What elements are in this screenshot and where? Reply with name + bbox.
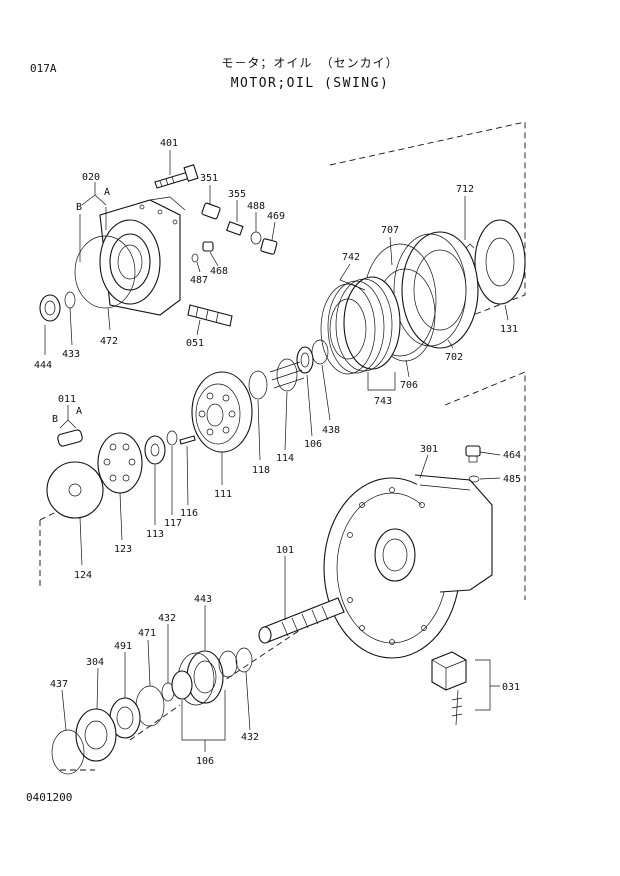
diagram-title: MOTOR;OIL (SWING) (230, 76, 390, 91)
callout-706: 706 (400, 380, 418, 391)
ring-432-mid (218, 650, 238, 678)
friction-plates-742-743 (320, 276, 401, 375)
callout-123: 123 (114, 544, 132, 555)
callout-031: 031 (502, 682, 520, 693)
callout-020: 020 (82, 172, 100, 183)
callout-468: 468 (210, 266, 228, 277)
callout-472: 472 (100, 336, 118, 347)
callout-labels: 401 020 A B 351 355 488 469 487 468 051 … (34, 138, 521, 767)
callout-351: 351 (200, 173, 218, 184)
callout-111: 111 (214, 489, 232, 500)
o-ring-472 (74, 235, 136, 309)
callout-742: 742 (342, 252, 360, 263)
snap-ring-432-lower (235, 647, 253, 673)
callout-438: 438 (322, 425, 340, 436)
callout-443: 443 (194, 594, 212, 605)
snap-ring-437 (51, 729, 85, 775)
callout-464: 464 (503, 450, 521, 461)
callout-471: 471 (138, 628, 156, 639)
callout-106-lower: 106 (196, 756, 214, 767)
o-ring-488 (250, 231, 262, 245)
callout-707: 707 (381, 225, 399, 236)
callout-304: 304 (86, 657, 104, 668)
housing-301 (323, 474, 493, 659)
relief-valve-031 (431, 651, 467, 726)
callout-117: 117 (164, 518, 182, 529)
callout-113: 113 (146, 529, 164, 540)
spacer-106 (296, 346, 314, 374)
valve-051 (187, 304, 233, 327)
callout-011-b: B (52, 414, 58, 425)
callout-702: 702 (445, 352, 463, 363)
brake-piston-702 (393, 231, 479, 349)
callout-114: 114 (276, 453, 294, 464)
figure-code: 0401200 (26, 791, 73, 804)
retainer-117 (166, 430, 178, 446)
callout-485: 485 (503, 474, 521, 485)
callout-131: 131 (500, 324, 518, 335)
callout-124: 124 (74, 570, 92, 581)
callout-444: 444 (34, 360, 52, 371)
callout-101: 101 (276, 545, 294, 556)
callout-355: 355 (228, 189, 246, 200)
drive-shaft-101 (258, 597, 345, 644)
leader-lines (44, 150, 509, 752)
callout-020-a: A (104, 187, 110, 198)
cover-304 (75, 708, 117, 762)
callout-743: 743 (374, 396, 392, 407)
ring-438 (311, 339, 329, 365)
pin-116 (179, 435, 196, 445)
ring-118 (248, 370, 268, 400)
snap-ring-433 (64, 291, 76, 309)
callout-437: 437 (50, 679, 68, 690)
callout-020-b: B (76, 202, 82, 213)
plug-464 (465, 445, 481, 463)
callout-301: 301 (420, 444, 438, 455)
piston-011 (57, 429, 83, 447)
plate-131 (474, 219, 526, 305)
swash-plate-124 (46, 461, 104, 519)
spring-114 (269, 358, 305, 392)
plug-468 (202, 241, 214, 252)
callout-432-lower: 432 (241, 732, 259, 743)
callout-488: 488 (247, 201, 265, 212)
callout-011-a: A (76, 406, 82, 417)
callout-011: 011 (58, 394, 76, 405)
diagram-title-japanese: モ－タ；オイル （センカイ） (221, 56, 399, 70)
spherical-bushing-113 (144, 435, 166, 465)
motor-housing-020 (99, 196, 186, 316)
callout-401: 401 (160, 138, 178, 149)
callout-487: 487 (190, 275, 208, 286)
o-ring-485 (468, 475, 480, 483)
cylinder-block-111 (191, 371, 253, 453)
callout-433: 433 (62, 349, 80, 360)
bearing-444 (39, 294, 61, 322)
callout-432-upper: 432 (158, 613, 176, 624)
callout-469: 469 (267, 211, 285, 222)
callout-712: 712 (456, 184, 474, 195)
callout-051: 051 (186, 338, 204, 349)
collar-106-lower (171, 670, 193, 700)
callout-491: 491 (114, 641, 132, 652)
plug-351 (201, 202, 221, 220)
bolt-401 (154, 164, 199, 189)
callout-106-upper: 106 (304, 439, 322, 450)
spring-355 (226, 221, 244, 236)
plug-469 (260, 238, 278, 255)
callout-116: 116 (180, 508, 198, 519)
page-code: 017A (30, 62, 57, 75)
retainer-plate-123 (97, 432, 143, 494)
callout-118: 118 (252, 465, 270, 476)
pin-487 (191, 253, 199, 263)
